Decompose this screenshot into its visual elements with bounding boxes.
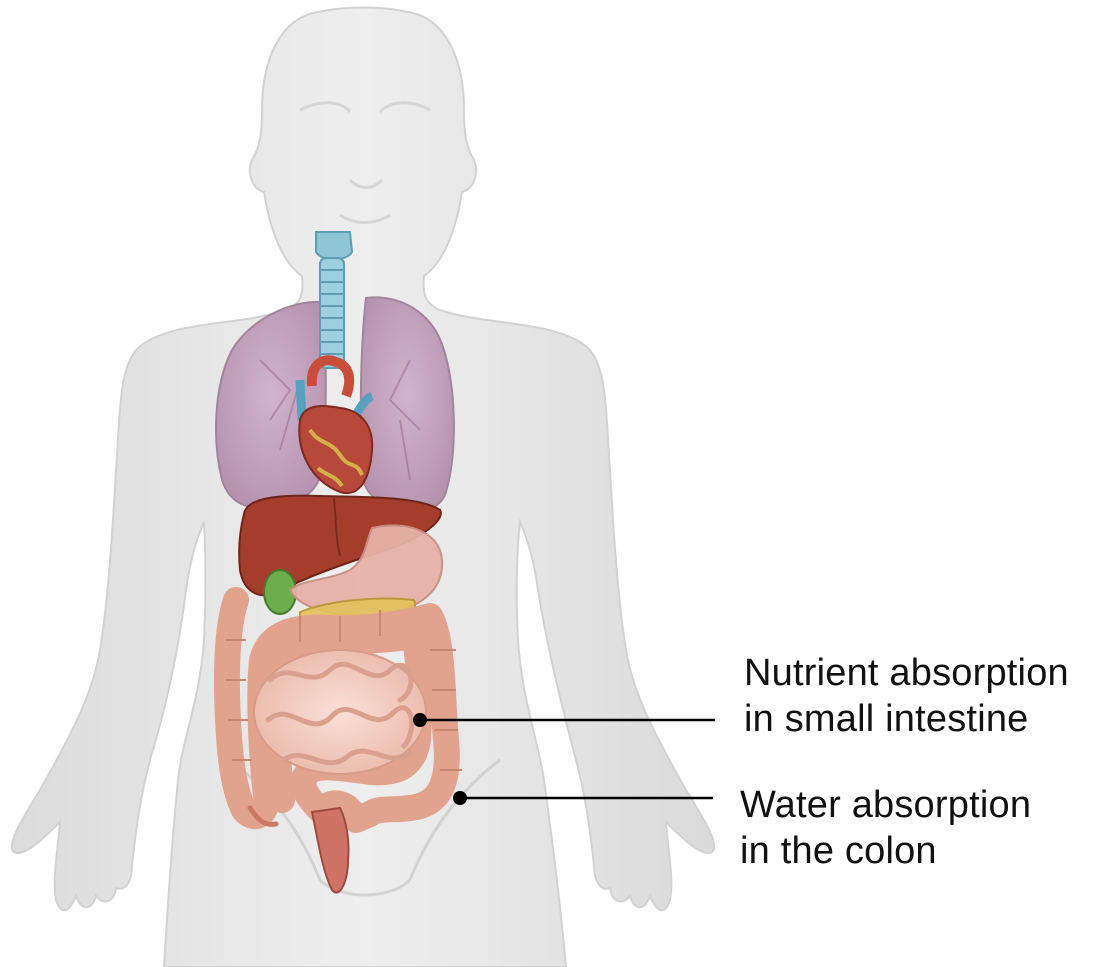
label-small-intestine-line2: in small intestine [744, 696, 1069, 742]
label-colon-line1: Water absorption [740, 782, 1031, 828]
label-small-intestine: Nutrient absorption in small intestine [744, 650, 1069, 742]
label-colon: Water absorption in the colon [740, 782, 1031, 874]
label-colon-line2: in the colon [740, 828, 1031, 874]
small-intestine [254, 650, 426, 774]
larynx [316, 232, 352, 260]
windpipe [320, 258, 344, 368]
label-small-intestine-line1: Nutrient absorption [744, 650, 1069, 696]
